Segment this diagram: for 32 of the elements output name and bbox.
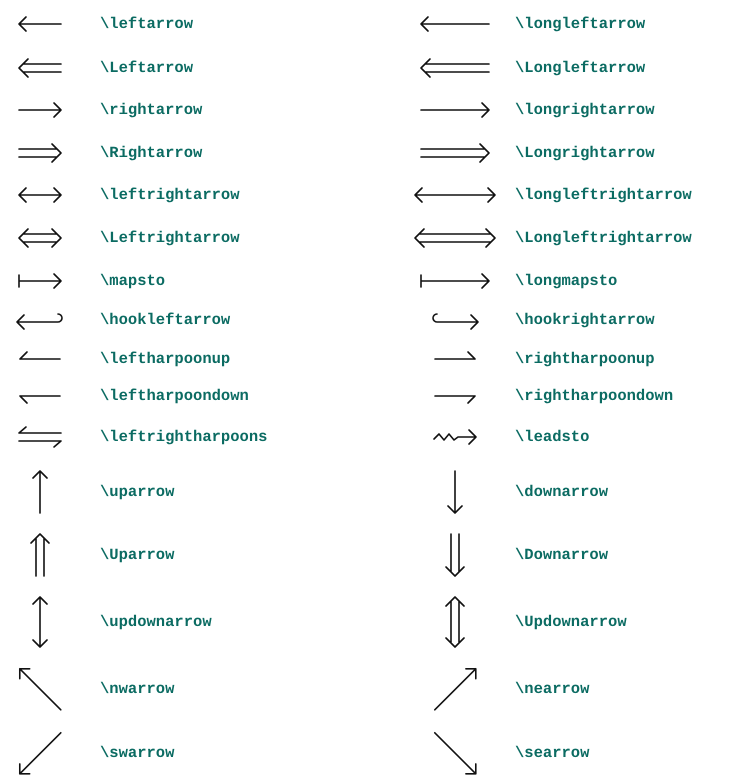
command-name: \Leftarrow	[100, 59, 194, 77]
command-name: \Rightarrow	[100, 144, 202, 162]
command-name: \Uparrow	[100, 546, 174, 564]
command-name: \leadsto	[515, 428, 590, 446]
command-name: \nearrow	[515, 680, 590, 698]
command-name: \leftarrow	[100, 15, 194, 33]
command-name: \Updownarrow	[515, 613, 627, 631]
command-name: \Longleftarrow	[515, 59, 646, 77]
command-name: \Downarrow	[515, 546, 608, 564]
command-name: \downarrow	[515, 483, 608, 501]
command-name: \rightarrow	[100, 101, 202, 119]
command-name: \Longleftrightarrow	[515, 229, 692, 247]
command-name: \longmapsto	[515, 272, 618, 290]
command-name: \Longrightarrow	[515, 144, 655, 162]
command-name: \rightharpoonup	[515, 350, 655, 368]
command-name: \leftrightarrow	[100, 186, 240, 204]
command-name: \leftharpoonup	[100, 350, 230, 368]
command-name: \longleftarrow	[515, 15, 646, 33]
command-name: \uparrow	[100, 483, 174, 501]
command-name: \searrow	[515, 744, 590, 762]
command-name: \longrightarrow	[515, 101, 655, 119]
command-name: \rightharpoondown	[515, 387, 674, 405]
command-name: \hookleftarrow	[100, 311, 230, 329]
command-name: \updownarrow	[100, 613, 212, 631]
command-name: \nwarrow	[100, 680, 174, 698]
command-name: \mapsto	[100, 272, 166, 290]
command-name: \leftrightharpoons	[100, 428, 268, 446]
command-name: \hookrightarrow	[515, 311, 655, 329]
command-name: \leftharpoondown	[100, 387, 249, 405]
command-name: \Leftrightarrow	[100, 229, 240, 247]
command-name: \swarrow	[100, 744, 174, 762]
command-name: \longleftrightarrow	[515, 186, 692, 204]
